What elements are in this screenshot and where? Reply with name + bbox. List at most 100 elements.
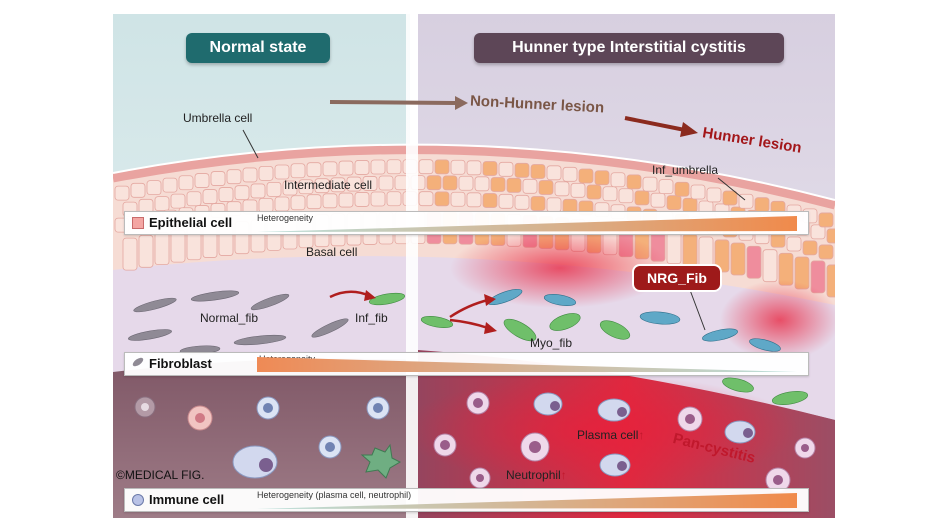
epithelial-cell — [322, 193, 338, 209]
epithelial-cell — [650, 192, 666, 208]
epithelial-cell — [282, 180, 298, 196]
epithelial-cell — [690, 184, 706, 200]
epithelial-cell — [306, 194, 322, 210]
progress-arrow-2 — [624, 116, 686, 132]
epithelial-cell — [754, 197, 770, 213]
plasma-up-arrow-icon: ↑ — [638, 428, 645, 442]
epithelial-cell — [498, 193, 514, 209]
epithelial-cell — [418, 191, 434, 207]
nrg-fib-badge: NRG_Fib — [632, 264, 722, 292]
epithelial-bar-title: Epithelial cell — [149, 215, 233, 230]
epithelial-cell — [370, 159, 386, 175]
epithelial-cell — [466, 192, 482, 208]
epithelial-cell — [354, 160, 370, 175]
epithelial-cell — [210, 171, 226, 186]
epithelial-cell — [546, 165, 562, 181]
epithelial-cell — [114, 185, 130, 201]
epithelial-cell — [138, 234, 154, 268]
epithelial-cell — [666, 231, 682, 265]
epithelial-cell — [266, 182, 282, 197]
epithelial-cell — [234, 185, 250, 201]
normal-fib-label: Normal_fib — [200, 311, 259, 325]
fib-arrow-1-head — [364, 290, 376, 301]
epithelial-cell — [250, 183, 266, 199]
epithelial-cell — [386, 191, 402, 207]
immune-cell-icon — [132, 494, 144, 506]
fib-arrow-2 — [449, 298, 489, 319]
epithelial-cell — [346, 176, 362, 192]
divider — [406, 14, 418, 518]
epithelial-cell — [450, 191, 466, 207]
epithelial-cell — [434, 159, 450, 175]
immune-gradient-wedge — [257, 493, 797, 509]
epithelial-cell — [634, 190, 650, 206]
epithelial-cell-icon — [132, 217, 144, 229]
fibroblast-gradient-wedge — [257, 357, 797, 372]
fibroblast-bar-title: Fibroblast — [149, 356, 212, 371]
epithelial-cell — [538, 180, 554, 195]
epithelial-cell — [818, 212, 834, 228]
epithelial-cell — [194, 173, 210, 188]
epithelial-cell — [562, 166, 578, 182]
epithelial-cell — [154, 232, 170, 266]
epithelial-cell — [314, 178, 330, 194]
epithelial-cell — [554, 181, 570, 197]
epithelial-cell — [474, 176, 490, 192]
epithelial-cell — [818, 244, 834, 260]
intermediate-cell-label: Intermediate cell — [284, 178, 373, 192]
epithelial-cell — [762, 249, 778, 283]
inf-fib-label: Inf_fib — [355, 311, 388, 325]
epithelial-cell — [522, 178, 538, 194]
normal-state-header: Normal state — [186, 33, 330, 63]
epithelial-gradient-wedge — [257, 216, 797, 232]
epithelial-cell — [786, 236, 802, 252]
epithelial-cell — [826, 264, 835, 298]
epithelial-cell — [514, 162, 530, 178]
epithelial-cell — [674, 181, 690, 197]
epithelial-cell — [434, 191, 450, 207]
epithelial-bar-subtitle: Heterogeneity — [257, 213, 314, 223]
credit-text: ©MEDICAL FIG. — [116, 468, 205, 482]
epithelial-cell — [274, 164, 290, 180]
fib-arrow-2-head — [484, 294, 496, 306]
umbrella-layer — [113, 145, 835, 210]
epithelial-cell — [130, 182, 146, 198]
immune-bar-title: Immune cell — [149, 492, 225, 507]
epithelial-cell — [730, 242, 746, 276]
epithelial-cell — [530, 196, 546, 211]
epithelial-cell — [722, 190, 738, 206]
immune-heterogeneity-bar: Immune cell Heterogeneity (plasma cell, … — [124, 488, 809, 512]
epithelial-cell — [170, 193, 186, 209]
fibroblast-heterogeneity-bar: Fibroblast Heterogeneity — [124, 352, 809, 376]
epithelial-cell — [770, 232, 786, 248]
umbrella-cell-label: Umbrella cell — [183, 111, 253, 125]
epithelial-cell — [306, 162, 322, 178]
epithelial-cell — [178, 175, 194, 191]
epithelial-cell — [162, 177, 178, 193]
epithelial-cell — [498, 161, 514, 177]
epithelial-cell — [202, 189, 218, 204]
neutrophil-text: Neutrophil — [506, 468, 561, 482]
epithelial-cell — [666, 195, 682, 211]
umbrella-leader — [242, 129, 259, 159]
epithelial-cell — [330, 177, 346, 193]
immune-bar-subtitle: Heterogeneity (plasma cell, neutrophil) — [257, 490, 412, 500]
inflammation-glow-3 — [400, 375, 800, 485]
immune-cells-right — [433, 391, 816, 493]
epithelial-cell — [506, 177, 522, 193]
epithelial-cell — [490, 177, 506, 192]
epithelial-cell — [826, 228, 835, 244]
epithelial-cell — [802, 240, 818, 256]
epithelial-cell — [482, 193, 498, 208]
epithelial-cell — [450, 159, 466, 175]
myo-fib-label: Myo_fib — [530, 336, 573, 350]
nrg-fibroblasts — [487, 288, 781, 352]
epithelial-cell — [186, 191, 202, 207]
epithelial-cell — [546, 197, 562, 213]
epithelial-cell — [618, 188, 634, 204]
immune-cells-left — [134, 396, 402, 479]
inflammation-glow-2 — [720, 280, 835, 360]
epithelial-cell — [290, 163, 306, 179]
fib-arrow-3 — [449, 318, 489, 330]
epithelial-cell — [226, 169, 242, 185]
